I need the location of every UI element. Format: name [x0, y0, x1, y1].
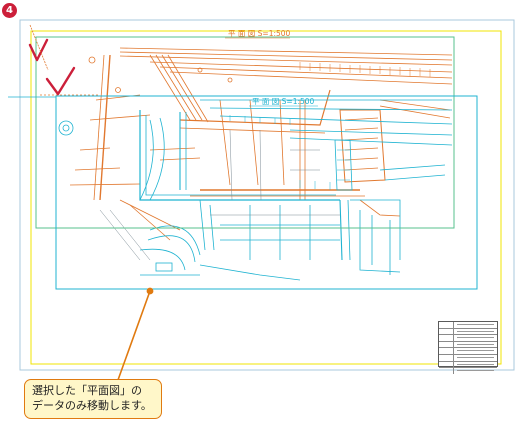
- plan-view-title-cyan: 平 面 図 S=1:500: [252, 97, 315, 106]
- title-block-row: [439, 368, 497, 374]
- moved-view-frame[interactable]: [55, 95, 478, 290]
- check-mark-icon: [28, 38, 49, 62]
- instruction-callout: 選択した「平面図」の データのみ移動します。: [24, 379, 162, 419]
- title-block-row: [439, 354, 497, 362]
- title-block-row: [439, 322, 497, 329]
- plan-view-title-orange: 平 面 図 S=1:500: [228, 29, 291, 38]
- original-view-frame: [35, 36, 455, 229]
- grey-construction-lines: [99, 129, 340, 261]
- callout-anchor-dot: [146, 287, 154, 295]
- orange-plan-layer: [40, 47, 453, 241]
- title-block-row: [439, 328, 497, 336]
- drawing-title-block: [438, 321, 498, 374]
- check-mark-icon: [45, 66, 76, 96]
- title-block-row: [439, 335, 497, 342]
- drag-guide-line: [29, 24, 49, 71]
- print-frame: [30, 30, 502, 365]
- callout-leader-line: [117, 290, 151, 381]
- callout-line-1: 選択した「平面図」の: [32, 384, 142, 397]
- title-block-row: [439, 341, 497, 349]
- step-number-badge: 4: [2, 3, 17, 18]
- title-block-row: [439, 348, 497, 355]
- title-block-row: [439, 361, 497, 369]
- cyan-plan-layer: [58, 99, 453, 281]
- callout-line-2: データのみ移動します。: [32, 399, 152, 412]
